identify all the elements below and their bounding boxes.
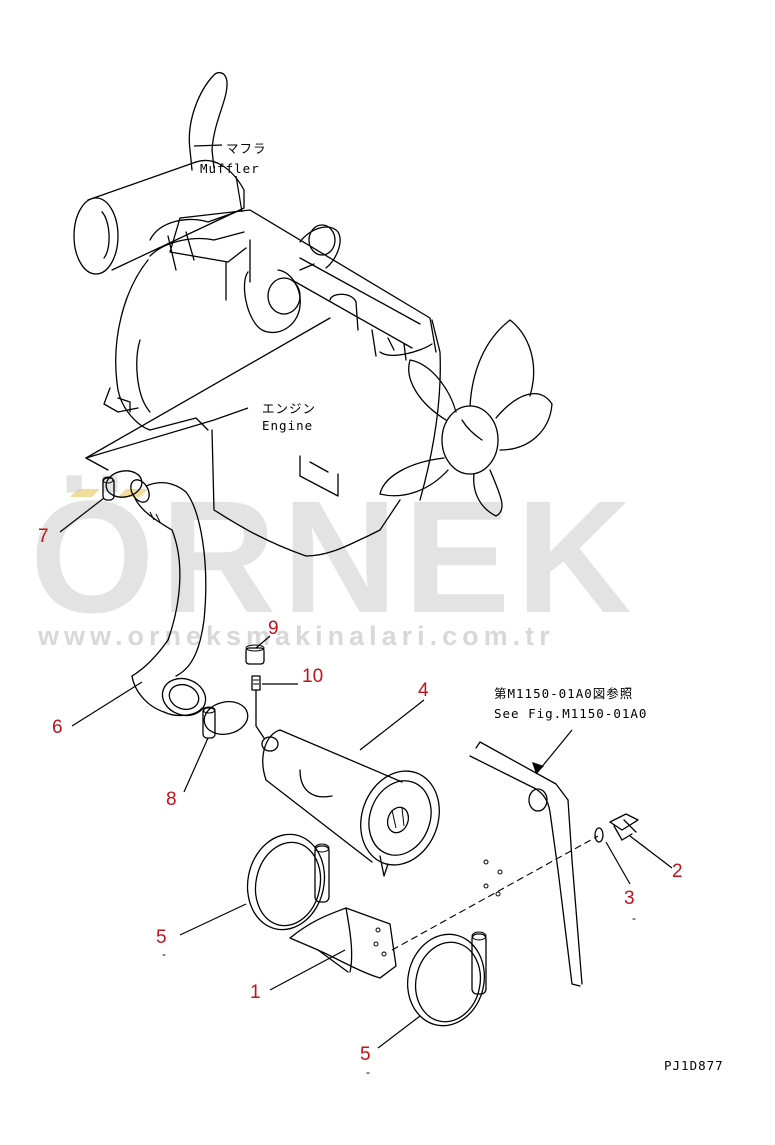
watermark: ÖRNEK www.orneksmakinalari.com.tr xyxy=(30,467,638,651)
air-cleaner xyxy=(261,729,440,877)
mounting-band-upper xyxy=(246,833,330,931)
drawing-code: PJ1D877 xyxy=(664,1058,724,1073)
reference-label-en: See Fig.M1150-01A0 xyxy=(494,706,647,721)
washer xyxy=(594,827,604,843)
reference-arrowhead xyxy=(532,762,544,774)
watermark-accent xyxy=(70,489,100,497)
reference-label-jp: 第M1150-01A0図参照 xyxy=(494,686,633,701)
mark-5-lower: - xyxy=(366,1065,370,1079)
watermark-brand: ÖRNEK xyxy=(30,467,638,646)
callout-8: 8 xyxy=(166,789,177,810)
mounting-bracket xyxy=(289,907,397,979)
callout-6: 6 xyxy=(52,717,63,738)
muffler-label-jp: マフラ xyxy=(226,141,267,156)
callout-5-upper: 5 xyxy=(156,927,167,948)
callout-5-lower: 5 xyxy=(360,1044,371,1065)
intake-hose xyxy=(130,479,207,717)
mounting-band-lower xyxy=(406,931,487,1027)
callout-7: 7 xyxy=(38,526,49,547)
leader-lines xyxy=(59,144,673,1049)
engine-label-jp: エンジン xyxy=(262,401,316,416)
frame-plate xyxy=(469,741,583,987)
engine-label-en: Engine xyxy=(262,418,313,433)
callout-3: 3 xyxy=(624,888,635,909)
callout-2: 2 xyxy=(672,861,683,882)
hose-clamp-bottom xyxy=(202,701,249,739)
muffler-label-en: Muffler xyxy=(200,161,260,176)
hose-clamp-top xyxy=(102,470,143,501)
engine-drawing xyxy=(85,209,553,557)
assembly-line xyxy=(391,835,599,951)
callout-1: 1 xyxy=(250,982,261,1003)
muffler-drawing xyxy=(73,71,245,275)
mark-5-upper: - xyxy=(162,947,166,961)
indicator-fitting xyxy=(245,644,265,739)
mark-3: - xyxy=(632,911,636,925)
bolt xyxy=(609,813,639,841)
watermark-accent xyxy=(118,489,148,497)
callout-9: 9 xyxy=(268,618,279,639)
callout-4: 4 xyxy=(418,680,429,701)
watermark-url: www.orneksmakinalari.com.tr xyxy=(37,621,555,651)
callout-10: 10 xyxy=(302,666,323,687)
